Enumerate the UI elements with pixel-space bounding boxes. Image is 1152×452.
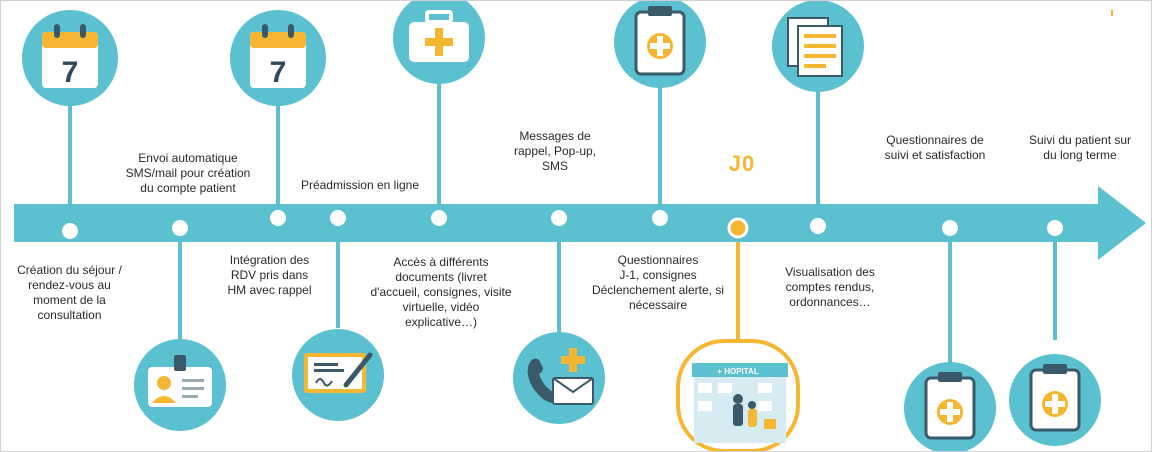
label-line: Envoi automatique (138, 151, 238, 165)
timeline-dot (810, 218, 826, 234)
calendar-icon: 7 (22, 10, 118, 106)
label-line: d'accueil, consignes, visite (370, 285, 512, 299)
label-line: Suivi du patient sur (1028, 133, 1132, 147)
label-line: nécessaire (628, 298, 688, 312)
j0-dot (727, 217, 749, 239)
label-messages-rappel: Messages de rappel, Pop-up, SMS (495, 129, 615, 174)
label-line: du compte patient (140, 181, 236, 195)
clipboard-cross-icon (614, 0, 706, 88)
label-line: HM avec rappel (227, 283, 312, 297)
signature-icon (292, 329, 384, 421)
label-line: Messages de (519, 129, 591, 143)
label-line: moment de la (33, 293, 106, 307)
label-line: Questionnaires (617, 253, 699, 267)
label-line: explicative…) (404, 315, 478, 329)
hospital-sign: + HOPITAL (717, 367, 759, 376)
label-creation-sejour: Création du séjour / rendez-vous au mome… (2, 263, 137, 323)
label-line: virtuelle, vidéo (402, 300, 480, 314)
label-line: suivi et satisfaction (884, 148, 986, 162)
label-line: Préadmission en ligne (300, 178, 420, 192)
calendar-day: 7 (62, 56, 79, 89)
label-line: rendez-vous au (28, 278, 111, 292)
label-line: ordonnances… (789, 295, 871, 309)
label-questionnaires-suivi: Questionnaires de suivi et satisfaction (865, 133, 1005, 163)
phone-mail-icon (513, 332, 605, 424)
clipboard-cross-icon (904, 362, 996, 452)
timeline-dot (551, 210, 567, 226)
label-line: Visualisation des (785, 265, 875, 279)
calendar-day: 7 (270, 56, 287, 89)
label-line: SMS (541, 159, 568, 173)
label-line: SMS/mail pour création (125, 166, 251, 180)
label-preadmission: Préadmission en ligne (285, 178, 435, 193)
calendar-icon: 7 (230, 10, 326, 106)
label-integration-rdv: Intégration des RDV pris dans HM avec ra… (212, 253, 327, 298)
hospital-icon: + HOPITAL (676, 339, 800, 452)
timeline-dot (270, 210, 286, 226)
label-line: RDV pris dans (230, 268, 309, 282)
timeline-dot (62, 223, 78, 239)
label-visualisation: Visualisation des comptes rendus, ordonn… (765, 265, 895, 310)
label-suivi-long-terme: Suivi du patient sur du long terme (1015, 133, 1145, 163)
label-line: comptes rendus, (785, 280, 875, 294)
j0-milestone-label: J0 (728, 151, 756, 176)
timeline-dot (652, 210, 668, 226)
label-line: Intégration des (229, 253, 310, 267)
label-line: Création du séjour / (17, 263, 122, 277)
label-line: du long terme (1043, 148, 1117, 162)
label-line: Accès à différents (393, 255, 489, 269)
id-card-icon (134, 339, 226, 431)
label-line: documents (livret (395, 270, 487, 284)
timeline-dot (1047, 220, 1063, 236)
timeline-dot (942, 220, 958, 236)
label-envoi-automatique: Envoi automatique SMS/mail pour création… (118, 151, 258, 196)
label-line: consultation (37, 308, 102, 322)
timeline-dot (330, 210, 346, 226)
timeline-dots (62, 210, 1063, 239)
label-line: J-1, consignes (619, 268, 697, 282)
timeline-dot (172, 220, 188, 236)
medical-kit-icon (393, 0, 485, 84)
label-line: Questionnaires de (886, 133, 984, 147)
label-line: Déclenchement alerte, si (591, 283, 725, 297)
corner-mark (1111, 10, 1113, 16)
clipboard-cross-icon (1009, 354, 1101, 446)
label-questionnaires-j1: Questionnaires J-1, consignes Déclenchem… (578, 253, 738, 313)
label-line: rappel, Pop-up, (513, 144, 597, 158)
documents-icon (772, 0, 864, 92)
label-acces-documents: Accès à différents documents (livret d'a… (362, 255, 520, 330)
timeline-dot (431, 210, 447, 226)
